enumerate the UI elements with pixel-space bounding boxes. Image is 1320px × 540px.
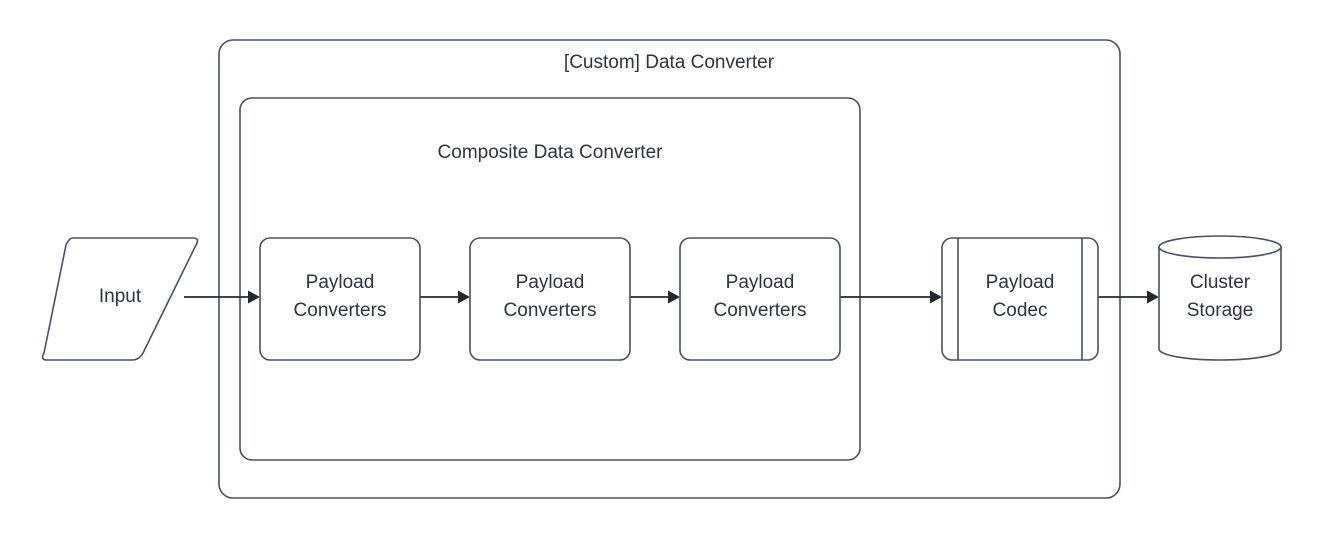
payload-converters-1-label-line1: Payload [306,272,375,293]
input-label: Input [99,286,142,307]
payload-converters-2-box [469,237,631,361]
cluster-storage-cylinder-body [1158,246,1282,361]
payload-converters-2-label-line2: Converters [504,300,597,321]
payload-codec-box [941,237,1099,361]
payload-codec-label-line2: Codec [993,300,1048,321]
node-payload-converters-3[interactable]: Payload Converters [679,237,841,361]
composite-data-converter-label: Composite Data Converter [438,142,664,163]
payload-converters-3-box [679,237,841,361]
arrowhead-icon [668,290,680,304]
arrowhead-icon [458,290,470,304]
cluster-storage-label-line1: Cluster [1190,272,1251,293]
edge-input-to-payload-converters-1 [184,290,260,304]
cluster-storage-label-line2: Storage [1187,300,1254,321]
arrowhead-icon [1147,290,1159,304]
payload-converters-1-label-line2: Converters [294,300,387,321]
edge-payload-converters-1-to-2 [420,290,470,304]
node-cluster-storage[interactable]: Cluster Storage [1158,235,1282,361]
arrowhead-icon [248,290,260,304]
arrowhead-icon [930,290,942,304]
input-parallelogram [41,237,199,361]
composite-data-converter-boundary [239,97,861,461]
edge-payload-codec-to-cluster-storage [1098,290,1159,304]
payload-converters-3-label-line1: Payload [726,272,795,293]
container-composite-data-converter[interactable]: Composite Data Converter [239,97,861,461]
custom-data-converter-label: [Custom] Data Converter [564,52,775,73]
container-custom-data-converter[interactable]: [Custom] Data Converter [218,39,1121,499]
cluster-storage-cylinder-top [1158,235,1282,259]
payload-converters-3-label-line2: Converters [714,300,807,321]
node-input[interactable]: Input [41,237,199,361]
payload-converters-2-label-line1: Payload [516,272,585,293]
node-payload-converters-2[interactable]: Payload Converters [469,237,631,361]
payload-codec-label-line1: Payload [986,272,1055,293]
custom-data-converter-boundary [218,39,1121,499]
node-payload-codec[interactable]: Payload Codec [941,237,1099,361]
edge-payload-converters-3-to-payload-codec [840,290,942,304]
edge-payload-converters-2-to-3 [630,290,680,304]
node-payload-converters-1[interactable]: Payload Converters [259,237,421,361]
payload-converters-1-box [259,237,421,361]
